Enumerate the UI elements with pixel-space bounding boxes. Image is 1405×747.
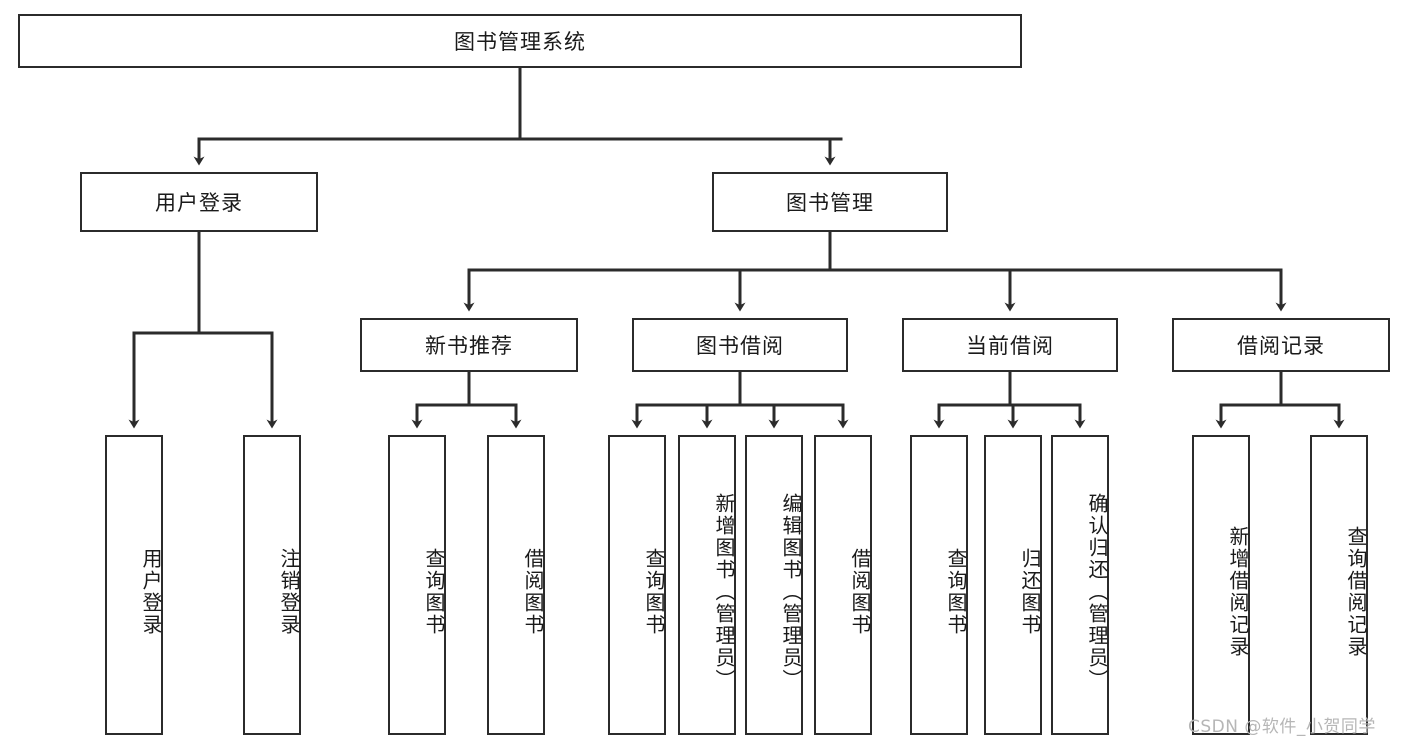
node-leaf-edit-book[interactable]: 编辑图书（管理员） [745, 435, 803, 735]
node-leaf-confirm-return-label: 确认归还（管理员） [1085, 493, 1109, 691]
node-leaf-add-book[interactable]: 新增图书（管理员） [678, 435, 736, 735]
node-leaf-query-book-1-label: 查询图书 [422, 548, 446, 636]
node-leaf-query-book-2[interactable]: 查询图书 [608, 435, 666, 735]
node-leaf-logout-label: 注销登录 [277, 548, 301, 636]
node-root[interactable]: 图书管理系统 [18, 14, 1022, 68]
node-leaf-logout[interactable]: 注销登录 [243, 435, 301, 735]
node-leaf-confirm-return[interactable]: 确认归还（管理员） [1051, 435, 1109, 735]
node-leaf-query-book-3[interactable]: 查询图书 [910, 435, 968, 735]
node-current-borrow[interactable]: 当前借阅 [902, 318, 1118, 372]
node-leaf-add-record-label: 新增借阅记录 [1226, 526, 1250, 658]
node-book-borrow-label: 图书借阅 [696, 334, 784, 358]
node-leaf-query-book-2-label: 查询图书 [642, 548, 666, 636]
node-leaf-borrow-book-1[interactable]: 借阅图书 [487, 435, 545, 735]
node-leaf-edit-book-label: 编辑图书（管理员） [779, 493, 803, 691]
node-book-borrow[interactable]: 图书借阅 [632, 318, 848, 372]
node-leaf-user-login[interactable]: 用户登录 [105, 435, 163, 735]
node-user-login-label: 用户登录 [155, 191, 243, 215]
node-leaf-borrow-book-2[interactable]: 借阅图书 [814, 435, 872, 735]
node-leaf-query-record-label: 查询借阅记录 [1344, 526, 1368, 658]
watermark: CSDN @软件_小贺同学 [1188, 717, 1376, 737]
node-leaf-add-book-label: 新增图书（管理员） [712, 493, 736, 691]
node-leaf-query-book-3-label: 查询图书 [944, 548, 968, 636]
node-leaf-query-record[interactable]: 查询借阅记录 [1310, 435, 1368, 735]
node-leaf-borrow-book-1-label: 借阅图书 [521, 548, 545, 636]
node-new-book-rec[interactable]: 新书推荐 [360, 318, 578, 372]
node-new-book-rec-label: 新书推荐 [425, 334, 513, 358]
node-book-manage[interactable]: 图书管理 [712, 172, 948, 232]
node-borrow-record[interactable]: 借阅记录 [1172, 318, 1390, 372]
node-current-borrow-label: 当前借阅 [966, 334, 1054, 358]
node-root-label: 图书管理系统 [454, 30, 586, 54]
node-book-manage-label: 图书管理 [786, 191, 874, 215]
node-borrow-record-label: 借阅记录 [1237, 334, 1325, 358]
node-leaf-query-book-1[interactable]: 查询图书 [388, 435, 446, 735]
node-leaf-borrow-book-2-label: 借阅图书 [848, 548, 872, 636]
node-leaf-user-login-label: 用户登录 [139, 548, 163, 636]
node-user-login[interactable]: 用户登录 [80, 172, 318, 232]
node-leaf-return-book-label: 归还图书 [1018, 548, 1042, 636]
node-leaf-add-record[interactable]: 新增借阅记录 [1192, 435, 1250, 735]
node-leaf-return-book[interactable]: 归还图书 [984, 435, 1042, 735]
